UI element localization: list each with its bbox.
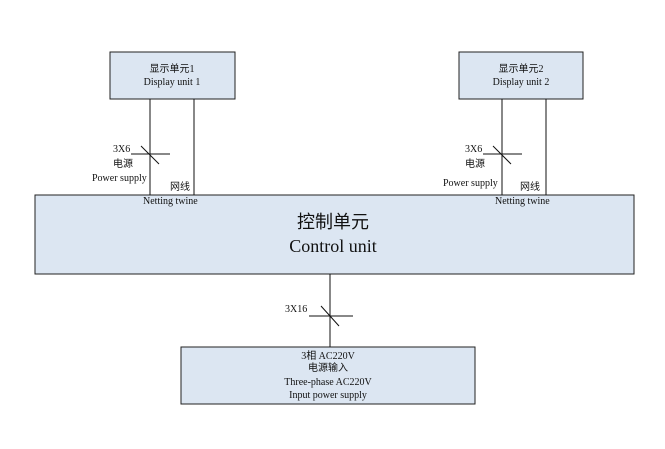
- left-network-zh: 网线: [170, 180, 190, 193]
- display-unit-1-zh: 显示单元1: [150, 63, 195, 75]
- display-unit-2-zh: 显示单元2: [499, 63, 544, 75]
- control-unit-zh: 控制单元: [297, 212, 369, 232]
- right-cable-spec: 3X6: [465, 144, 482, 155]
- left-network-en: Netting twine: [143, 196, 198, 207]
- power-input-line2: 电源输入: [308, 361, 348, 374]
- power-input-line4: Input power supply: [289, 390, 367, 401]
- display-unit-1-box: [109, 51, 236, 100]
- left-cable-slash: [140, 145, 160, 165]
- display-unit-1-en: Display unit 1: [144, 77, 201, 88]
- control-unit-en: Control unit: [289, 236, 377, 256]
- power-input-box: [180, 346, 476, 405]
- bottom-cable-slash: [320, 305, 340, 327]
- right-power-en: Power supply: [443, 178, 498, 189]
- right-cable-slash: [492, 145, 512, 165]
- left-cable-spec: 3X6: [113, 144, 130, 155]
- display-unit-2-en: Display unit 2: [493, 77, 550, 88]
- right-network-zh: 网线: [520, 180, 540, 193]
- power-input-line3: Three-phase AC220V: [284, 377, 372, 388]
- right-network-en: Netting twine: [495, 196, 550, 207]
- left-power-zh: 电源: [113, 157, 133, 170]
- power-input-line1: 3相 AC220V: [301, 349, 355, 362]
- right-power-zh: 电源: [465, 157, 485, 170]
- control-unit-box: [34, 194, 635, 275]
- left-power-en: Power supply: [92, 173, 147, 184]
- bottom-cable-spec: 3X16: [285, 304, 307, 315]
- display-unit-2-box: [458, 51, 584, 100]
